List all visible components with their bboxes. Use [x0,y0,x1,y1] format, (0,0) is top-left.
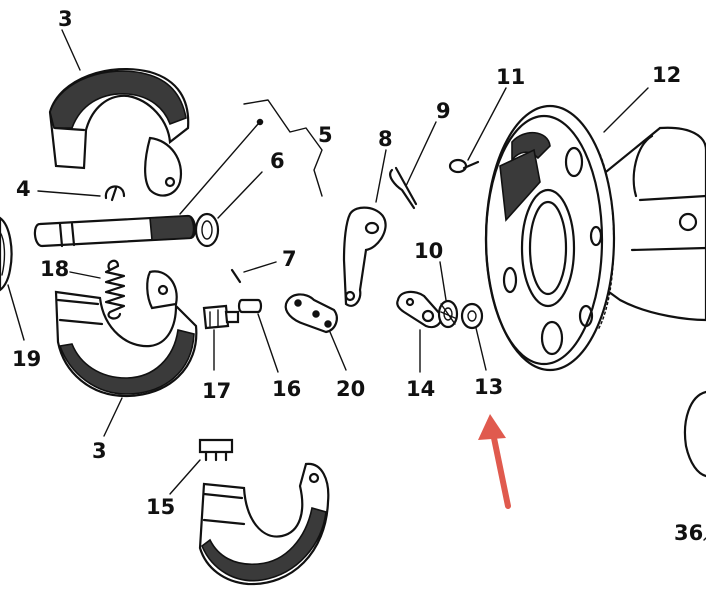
part-14-cam [396,290,443,373]
part-20-lever [284,293,347,371]
part-shaft [33,118,264,248]
callout-19: 19 [12,347,41,371]
part-13-nut [460,302,487,371]
part-3-top-brake-shoe [48,29,190,197]
part-8-lever-arm [342,149,387,307]
highlight-arrow [478,414,511,509]
callout-4: 4 [16,177,31,201]
part-4-clip [37,185,126,202]
callout-6: 6 [270,149,285,173]
part-12-backing-plate [484,87,706,372]
part-10-spring-washer [437,261,459,329]
callout-9: 9 [436,99,451,123]
callout-5: 5 [318,123,333,147]
part-36-drum [683,390,706,541]
part-18-spring [69,259,126,320]
part-9-split-pin [389,121,437,210]
callout-36: 36 [674,521,703,545]
callout-3-top: 3 [58,7,73,31]
callout-12: 12 [652,63,681,87]
callout-14: 14 [406,377,435,401]
callout-7: 7 [282,247,297,271]
callout-10: 10 [414,239,443,263]
part-7-pin [230,261,277,284]
callout-15: 15 [146,495,175,519]
part-16-pin [237,298,279,373]
part-5-wire [243,99,323,197]
callout-17: 17 [202,379,231,403]
callout-11: 11 [496,65,525,89]
callout-8: 8 [378,127,393,151]
part-bottom-shoe [198,462,330,586]
callout-16: 16 [272,377,301,401]
part-11-screw [448,87,507,174]
callout-13: 13 [474,375,503,399]
arrow-up-icon [478,414,506,440]
part-17-bolt [202,304,240,371]
callout-20: 20 [336,377,365,401]
part-3-bottom-brake-shoe [54,270,198,437]
callout-18: 18 [40,257,69,281]
part-15-clip [169,438,234,495]
part-19-bearing [0,216,25,341]
callout-3-bottom: 3 [92,439,107,463]
part-6-washer [194,171,263,248]
